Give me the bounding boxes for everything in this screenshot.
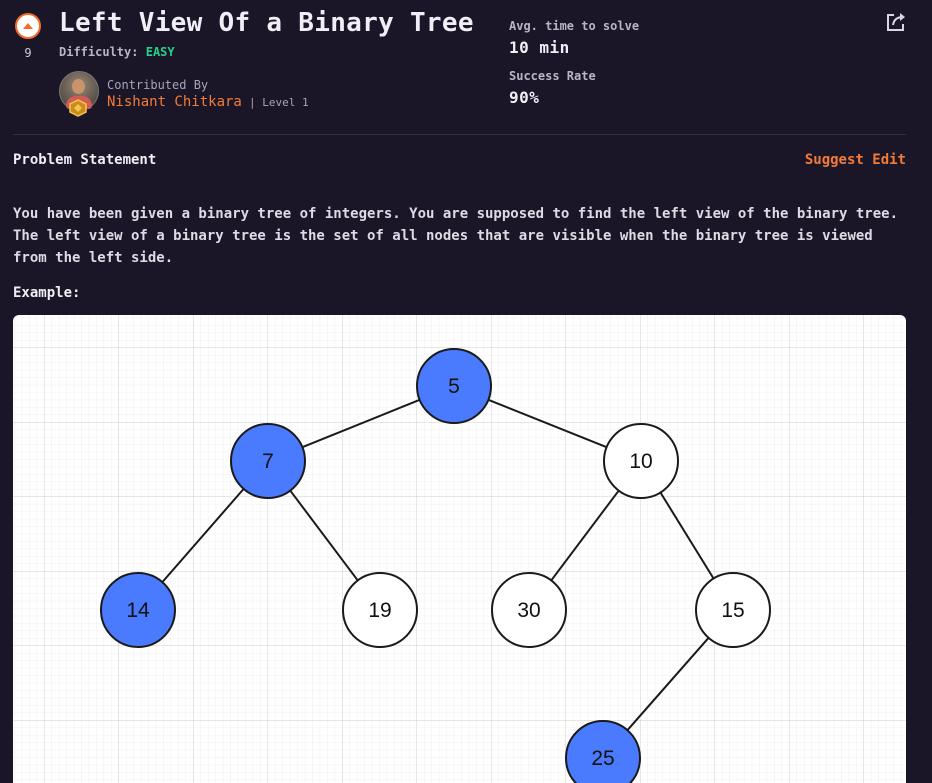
header-divider — [13, 134, 906, 135]
suggest-edit-link[interactable]: Suggest Edit — [804, 152, 906, 168]
contributor-level: | Level 1 — [249, 96, 309, 109]
tree-node-circle — [695, 572, 771, 648]
tree-node-30: 30 — [491, 572, 567, 648]
tree-node-5: 5 — [416, 348, 492, 424]
problem-statement-text: You have been given a binary tree of int… — [13, 206, 899, 266]
tree-edge — [487, 398, 608, 449]
tree-node-label: 14 — [126, 599, 150, 622]
tree-edge — [161, 488, 245, 583]
tree-node-label: 19 — [368, 599, 391, 622]
tree-node-circle — [491, 572, 567, 648]
avg-time-label: Avg. time to solve — [509, 19, 640, 33]
contributor-name-link[interactable]: Nishant Chitkara — [107, 94, 242, 110]
tree-node-label: 25 — [591, 747, 614, 770]
tree-edge — [301, 398, 421, 449]
tree-edge — [289, 489, 359, 582]
upvote-arrow-icon — [23, 23, 33, 29]
tree-node-10: 10 — [603, 423, 679, 499]
tree-node-15: 15 — [695, 572, 771, 648]
success-rate-value: 90% — [509, 88, 540, 107]
difficulty-value: EASY — [145, 45, 175, 59]
problem-title: Left View Of a Binary Tree — [59, 8, 474, 38]
problem-statement-heading: Problem Statement — [13, 152, 157, 168]
upvote-button[interactable] — [15, 13, 41, 39]
tree-node-14: 14 — [100, 572, 176, 648]
difficulty: Difficulty: EASY — [59, 45, 175, 59]
success-rate-label: Success Rate — [509, 69, 596, 83]
tree-node-7: 7 — [230, 423, 306, 499]
tree-node-label: 7 — [262, 450, 274, 473]
share-icon[interactable] — [885, 11, 907, 33]
example-label: Example: — [13, 285, 81, 301]
tree-edge — [550, 489, 620, 582]
binary-tree-diagram: 5 7 10 14 19 30 15 25 — [13, 315, 906, 783]
tree-edge — [659, 491, 715, 580]
tree-edge — [626, 637, 710, 731]
upvote-count: 9 — [24, 46, 32, 60]
tree-node-label: 15 — [721, 599, 744, 622]
tree-node-circle — [100, 572, 176, 648]
difficulty-label: Difficulty: — [59, 45, 139, 59]
tree-node-circle — [603, 423, 679, 499]
tree-node-circle — [565, 720, 641, 783]
tree-node-25: 25 — [565, 720, 641, 783]
level-badge-icon — [69, 99, 87, 117]
contributed-by-label: Contributed By — [107, 78, 209, 92]
tree-node-circle — [342, 572, 418, 648]
tree-node-circle — [230, 423, 306, 499]
avg-time-value: 10 min — [509, 38, 570, 57]
binary-tree-svg: 5 7 10 14 19 30 15 25 — [13, 315, 906, 783]
tree-node-label: 5 — [448, 375, 460, 398]
tree-node-19: 19 — [342, 572, 418, 648]
tree-node-label: 30 — [517, 599, 540, 622]
tree-node-circle — [416, 348, 492, 424]
tree-node-label: 10 — [629, 450, 652, 473]
